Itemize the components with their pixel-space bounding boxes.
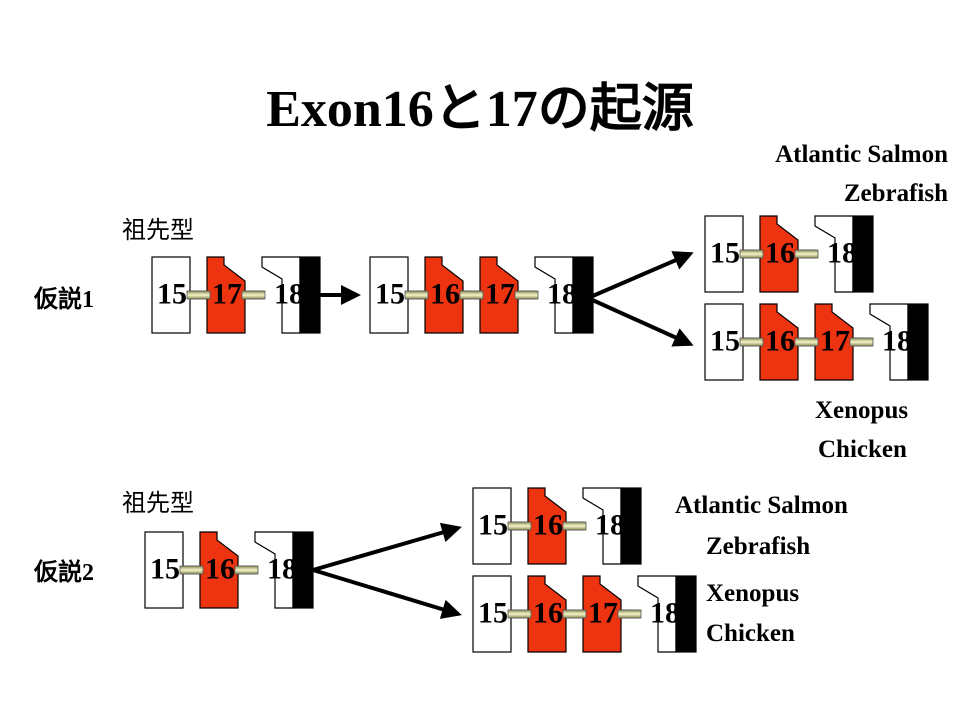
exon-15-label: 15 <box>157 278 187 311</box>
exon-16-label: 16 <box>533 597 563 630</box>
exon-15-label: 15 <box>478 597 508 630</box>
intron-connector <box>459 290 484 300</box>
exon-15-box <box>704 303 744 381</box>
exon-15-label: 15 <box>478 509 508 542</box>
intron-connector <box>562 609 587 619</box>
hyp2-species-xenopus: Xenopus <box>706 580 800 607</box>
hyp1-arrow-to-xenopus-chicken <box>587 296 694 347</box>
hyp1-species-chicken: Chicken <box>818 436 907 463</box>
exon-17-label: 17 <box>588 597 618 630</box>
exon-16-box <box>759 215 799 293</box>
exon-17-label: 17 <box>212 278 242 311</box>
intron-connector <box>739 249 764 259</box>
exon-16-box <box>527 487 567 565</box>
exon-15-box <box>151 256 191 334</box>
hyp2-xenopus-chicken-gene: 15 16 17 18 <box>472 575 697 653</box>
exon-18-label: 18 <box>267 553 297 586</box>
hyp1-species-atlantic-salmon: Atlantic Salmon <box>775 141 948 168</box>
intron-connector <box>514 290 539 300</box>
exon-18-black-part <box>572 256 594 334</box>
intron-connector <box>179 565 204 575</box>
exon-16-box <box>759 303 799 381</box>
exon-18-label: 18 <box>650 597 680 630</box>
exon-17-box <box>814 303 854 381</box>
exon-18-label: 18 <box>547 278 577 311</box>
intron-connector <box>507 521 532 531</box>
exon-15-box <box>704 215 744 293</box>
intron-connector <box>562 521 587 531</box>
intron-connector <box>241 290 266 300</box>
exon-17-label: 17 <box>820 325 850 358</box>
exon-18-black-part <box>852 215 874 293</box>
hyp1-xenopus-chicken-gene: 15 16 17 18 <box>704 303 929 381</box>
exon-18-black-part <box>299 256 321 334</box>
intron-connector <box>617 609 642 619</box>
exon-16-label: 16 <box>765 325 795 358</box>
exon-17-label: 17 <box>485 278 515 311</box>
hyp1-arrow-to-salmon-zebrafish <box>587 251 694 300</box>
hyp2-arrow-to-xenopus-chicken <box>312 568 462 619</box>
exon-16-label: 16 <box>765 237 795 270</box>
hypothesis-2-label: 仮説2 <box>34 560 94 586</box>
exon-18-label: 18 <box>827 237 857 270</box>
exon-18-black-part <box>620 487 642 565</box>
exon-18-label: 18 <box>274 278 304 311</box>
intron-connector <box>186 290 211 300</box>
exon-18-black-part <box>907 303 929 381</box>
exon-16-label: 16 <box>430 278 460 311</box>
hyp1-ancestor-gene: 15 17 18 <box>151 256 321 334</box>
intron-connector <box>507 609 532 619</box>
exon-18-black-part <box>675 575 697 653</box>
hyp2-species-zebrafish: Zebrafish <box>706 533 811 560</box>
exon-15-box <box>369 256 409 334</box>
exon-16-label: 16 <box>533 509 563 542</box>
hyp1-species-zebrafish: Zebrafish <box>843 180 948 207</box>
exon-18-label: 18 <box>882 325 912 358</box>
hypothesis-1-label: 仮説1 <box>34 287 94 313</box>
genes-layer: 15 17 18 15 16 17 18 15 16 18 15 16 17 18 15 16 18 15 16 18… <box>144 215 929 653</box>
hyp2-species-atlantic-salmon: Atlantic Salmon <box>675 492 848 519</box>
exon-17-box <box>206 256 246 334</box>
hyp2-salmon-zebrafish-gene: 15 16 18 <box>472 487 642 565</box>
intron-connector <box>404 290 429 300</box>
exon-17-box <box>582 575 622 653</box>
exon-15-label: 15 <box>710 325 740 358</box>
exon-16-label: 16 <box>205 553 235 586</box>
intron-connector <box>849 337 874 347</box>
exon-16-box <box>199 531 239 609</box>
exon-15-label: 15 <box>375 278 405 311</box>
exon-18-label: 18 <box>595 509 625 542</box>
exon-16-box <box>527 575 567 653</box>
hyp1-species-xenopus: Xenopus <box>815 397 909 424</box>
intron-connector <box>234 565 259 575</box>
intron-connector <box>794 249 819 259</box>
intron-connector <box>794 337 819 347</box>
exon-15-box <box>472 487 512 565</box>
hyp2-ancestor-gene: 15 16 18 <box>144 531 314 609</box>
hyp2-species-chicken: Chicken <box>706 620 795 647</box>
hyp1-salmon-zebrafish-gene: 15 16 18 <box>704 215 874 293</box>
exon-18-black-part <box>292 531 314 609</box>
hyp2-arrow-to-salmon-zebrafish <box>312 522 462 572</box>
exon-16-box <box>424 256 464 334</box>
exon-17-box <box>479 256 519 334</box>
exon-15-box <box>472 575 512 653</box>
hypothesis-2-ancestor-label: 祖先型 <box>122 491 194 517</box>
hyp1-intermediate-gene: 15 16 17 18 <box>369 256 594 334</box>
hypothesis-1-ancestor-label: 祖先型 <box>122 218 194 244</box>
exon-15-label: 15 <box>150 553 180 586</box>
slide-title: Exon16と17の起源 <box>266 81 694 138</box>
exon-15-label: 15 <box>710 237 740 270</box>
intron-connector <box>739 337 764 347</box>
